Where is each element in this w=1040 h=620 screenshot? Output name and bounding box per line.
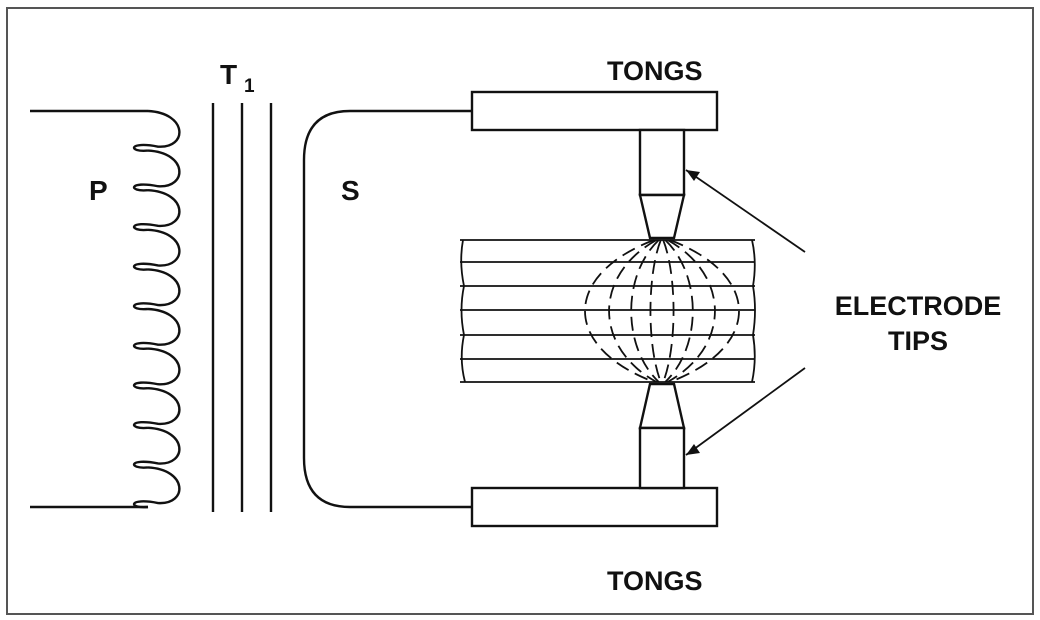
transformer-core xyxy=(211,103,273,512)
coil-turn xyxy=(133,109,181,152)
tongs-top-label: TONGS xyxy=(607,56,703,86)
electrode-tip-top xyxy=(638,128,686,240)
coil-turn xyxy=(133,228,181,271)
coil-turn xyxy=(133,149,181,192)
coil-turn xyxy=(133,307,181,350)
transformer-label: T xyxy=(220,59,237,90)
current-flow-line xyxy=(664,239,694,383)
current-flow-lines xyxy=(584,239,740,383)
workpiece-sheets xyxy=(460,239,756,383)
secondary-label: S xyxy=(341,175,360,206)
primary-coil xyxy=(133,109,181,509)
current-flow-line xyxy=(669,239,740,383)
current-flow-line xyxy=(584,239,655,383)
transformer-subscript: 1 xyxy=(244,76,255,97)
electrode-tips-label-line1: ELECTRODE xyxy=(835,291,1002,321)
coil-turn xyxy=(133,387,181,430)
tongs-top-bar xyxy=(470,90,719,132)
coil-turn xyxy=(133,466,181,509)
coil-turn xyxy=(133,347,181,390)
primary-label: P xyxy=(89,175,108,206)
current-flow-line xyxy=(630,239,660,383)
tongs-bottom-bar xyxy=(470,486,719,528)
coil-turn xyxy=(133,189,181,232)
primary-winding xyxy=(30,109,181,509)
current-flow-line xyxy=(608,239,657,383)
coil-turn xyxy=(133,426,181,469)
electrode-tips-label-line2: TIPS xyxy=(888,326,948,356)
current-flow-line xyxy=(649,239,662,383)
current-flow-line xyxy=(667,239,716,383)
tongs-bottom-label: TONGS xyxy=(607,566,703,596)
electrode-tips-leaders xyxy=(685,169,806,456)
electrode-tip-bottom xyxy=(638,382,686,490)
current-flow-line xyxy=(662,239,675,383)
coil-turn xyxy=(133,268,181,311)
secondary-winding xyxy=(302,109,472,509)
